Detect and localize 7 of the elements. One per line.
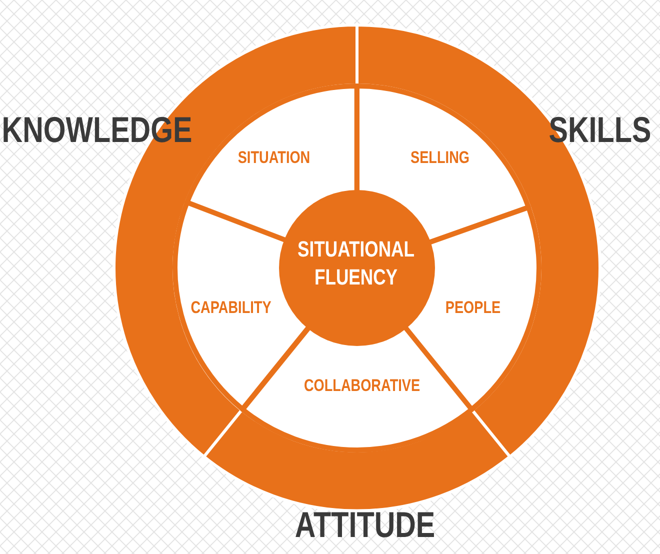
wedge-label: CAPABILITY	[190, 298, 272, 318]
wedge-label: SITUATION	[238, 148, 310, 168]
center-label: SITUATIONAL FLUENCY	[296, 236, 416, 290]
wedge-label: SELLING	[410, 148, 470, 168]
wedge-label: PEOPLE	[445, 298, 501, 318]
wedge-label: COLLABORATIVE	[304, 376, 420, 396]
segment-heading: ATTITUDE	[294, 504, 436, 546]
